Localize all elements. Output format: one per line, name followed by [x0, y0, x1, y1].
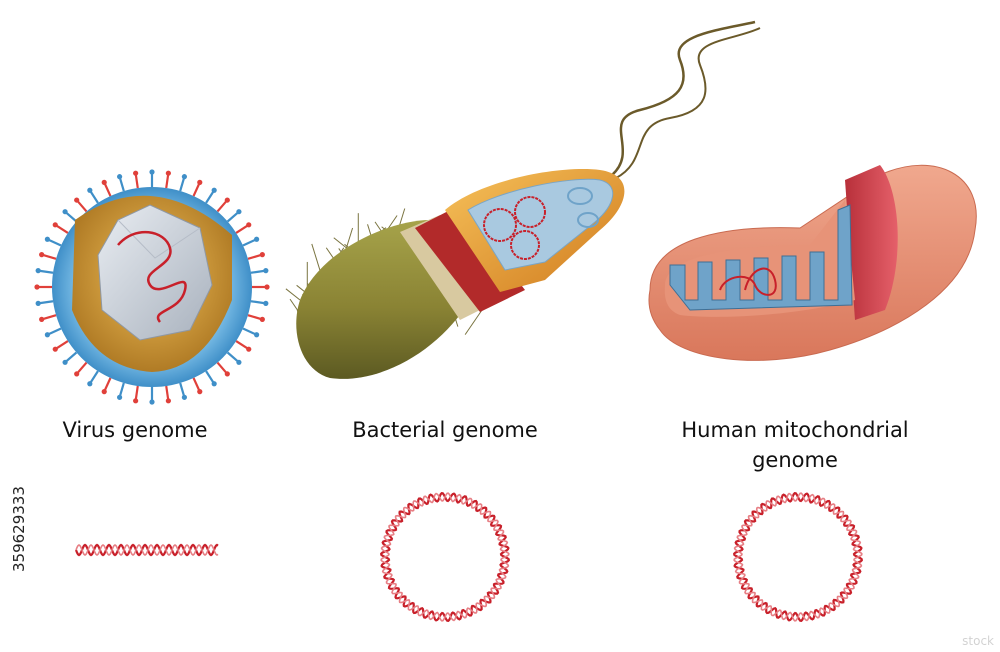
virus-spike-tip [263, 268, 269, 274]
virus-spike-tip [74, 197, 80, 203]
virus-genome-coil [117, 230, 187, 323]
linear-dna-virus [74, 543, 219, 557]
virus-spike-tip [254, 332, 260, 338]
mitochondrion-red-wall [845, 165, 898, 320]
virus-spike-tip [165, 398, 171, 404]
mitochondrion-cristae [669, 204, 853, 311]
bacterium-chromosome-loop-1 [483, 208, 517, 242]
circular-dna-mitochondrial [733, 492, 863, 622]
virus-surface-spikes [34, 169, 270, 405]
virus-spike-tip [117, 394, 123, 400]
label-bacterial-genome: Bacterial genome [330, 415, 560, 445]
bacterium-plasmid-1 [567, 187, 593, 205]
label-bacterial-text: Bacterial genome [352, 418, 538, 442]
virus-spike-tip [149, 399, 155, 405]
virus-spike-tip [52, 346, 58, 352]
label-mito-line1: Human mitochondrial [681, 418, 909, 442]
dna-strand [75, 544, 219, 556]
virus-spike-tip [62, 359, 68, 365]
bacterium-flagellum-2 [615, 27, 761, 179]
virus-capsid-facets [117, 219, 201, 259]
virus-spike-tip [263, 300, 269, 306]
virus-spike-tip [224, 371, 230, 377]
dna-strand [380, 492, 510, 622]
virus-illustration [34, 169, 270, 405]
bacterium-chromosome-loop-2 [514, 196, 546, 228]
virus-spike-tip [117, 174, 123, 180]
virus-spike-tip [35, 268, 41, 274]
virus-spike-tip [254, 236, 260, 242]
virus-spike-tip [246, 222, 252, 228]
bacterium-pilus [464, 309, 483, 335]
virus-spike-tip [211, 381, 217, 387]
virus-spike-tip [44, 236, 50, 242]
virus-spike-tip [149, 169, 155, 175]
virus-spike-tip [39, 252, 45, 258]
label-virus-text: Virus genome [62, 418, 208, 442]
bacterium-cytoplasm [467, 178, 614, 271]
virus-spike-tip [236, 209, 242, 215]
mitochondrion-illustration [648, 164, 977, 361]
virus-spike-tip [87, 187, 93, 193]
virus-spike-tip [259, 316, 265, 322]
virus-spike-tip [34, 284, 40, 290]
virus-spike-tip [236, 359, 242, 365]
virus-spike-tip [133, 398, 139, 404]
bacterium-plasmid-2 [577, 212, 599, 228]
virus-spike-tip [264, 284, 270, 290]
label-virus-genome: Virus genome [40, 415, 230, 445]
circular-dna-bacterial [380, 492, 510, 622]
virus-spike-tip [259, 252, 265, 258]
label-mito-line2: genome [752, 448, 838, 472]
virus-spike-tip [74, 371, 80, 377]
virus-spike-tip [197, 179, 203, 185]
bacterium-illustration [285, 20, 761, 379]
bacterium-flagellum [611, 20, 756, 176]
dna-strand [733, 492, 863, 622]
virus-spike-tip [101, 389, 107, 395]
virus-spike-tip [52, 222, 58, 228]
bacterium-pilus [285, 288, 301, 301]
watermark-text: stock [962, 634, 994, 648]
stock-id-text: 359629333 [10, 486, 28, 573]
mitochondrion-genome-coil [719, 267, 777, 296]
virus-capsid [97, 204, 213, 341]
virus-spike-tip [211, 187, 217, 193]
virus-spike-tip [165, 170, 171, 176]
virus-spike-tip [197, 389, 203, 395]
stock-id-vertical: 359629333 [10, 412, 42, 647]
virus-spike-tip [224, 197, 230, 203]
virus-spike-tip [62, 209, 68, 215]
label-mitochondrial-genome: Human mitochondrial genome [670, 415, 920, 475]
virus-spike-tip [39, 316, 45, 322]
virus-spike-tip [181, 174, 187, 180]
virus-spike-tip [181, 394, 187, 400]
virus-spike-tip [101, 179, 107, 185]
virus-spike-tip [246, 346, 252, 352]
virus-spike-tip [87, 381, 93, 387]
virus-spike-tip [44, 332, 50, 338]
bacterium-chromosome-loop-3 [510, 230, 540, 260]
virus-spike-tip [35, 300, 41, 306]
virus-spike-tip [133, 170, 139, 176]
